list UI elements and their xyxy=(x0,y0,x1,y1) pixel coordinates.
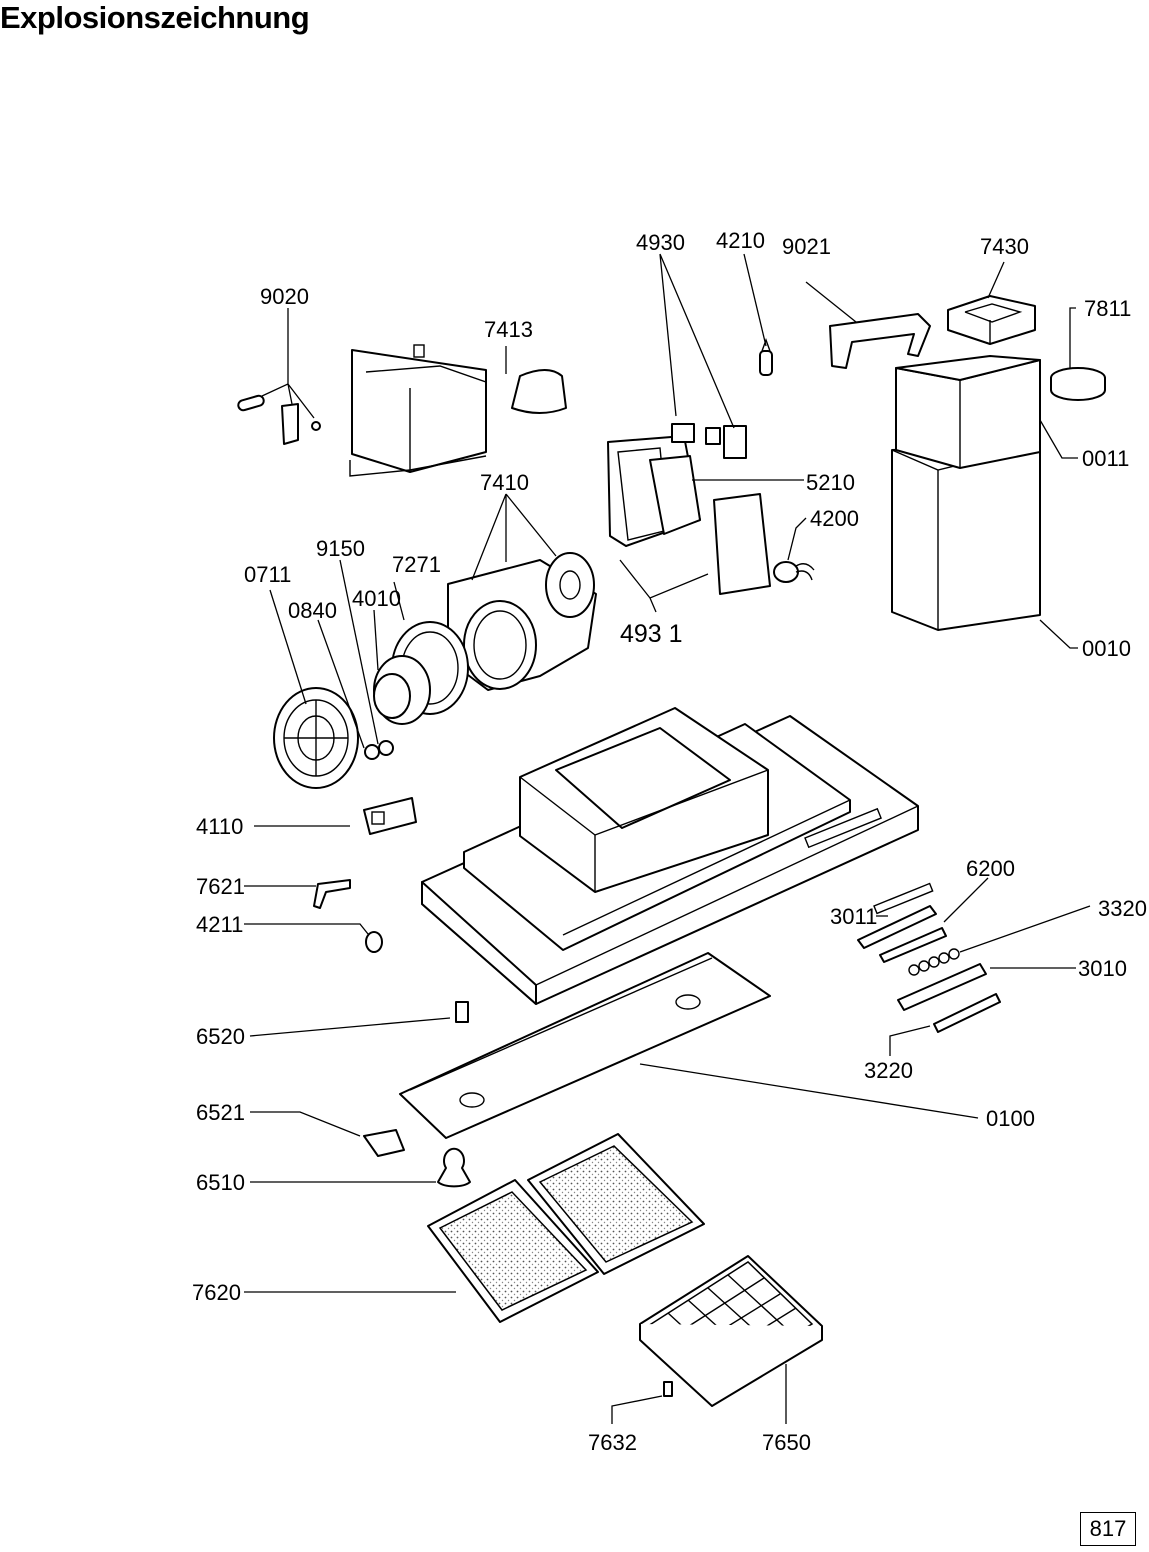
page-title: Explosionszeichnung xyxy=(0,0,310,35)
label-4210: 4210 xyxy=(716,228,765,253)
knob-4211 xyxy=(365,931,383,953)
label-4930: 4930 xyxy=(636,230,685,255)
label-7430: 7430 xyxy=(980,234,1029,259)
ring-part xyxy=(1050,367,1106,401)
grease-filters xyxy=(427,1133,705,1323)
motor-housing xyxy=(349,344,487,477)
label-7271: 7271 xyxy=(392,552,441,577)
page-number-box: 817 xyxy=(1080,1512,1136,1546)
part-labels: 9020 7413 4930 4210 9021 7430 7811 0011 … xyxy=(192,228,1147,1455)
filter-frame xyxy=(399,952,771,1139)
label-7620: 7620 xyxy=(192,1280,241,1305)
cone-part xyxy=(511,369,567,414)
carbon-filter xyxy=(639,1255,823,1407)
fan-guard xyxy=(273,687,359,789)
lamp-cover-6521 xyxy=(363,1129,405,1157)
label-4211: 4211 xyxy=(196,912,243,937)
label-7650: 7650 xyxy=(762,1430,811,1455)
chimney xyxy=(891,355,1041,631)
label-5210: 5210 xyxy=(806,470,855,495)
label-3320: 3320 xyxy=(1098,896,1147,921)
label-6200: 6200 xyxy=(966,856,1015,881)
label-7413: 7413 xyxy=(484,317,533,342)
motor-impeller xyxy=(364,621,469,760)
label-4110: 4110 xyxy=(196,814,243,839)
label-6521: 6521 xyxy=(196,1100,245,1125)
label-7632: 7632 xyxy=(588,1430,637,1455)
label-7621: 7621 xyxy=(196,874,245,899)
label-9020: 9020 xyxy=(260,284,309,309)
hood-body xyxy=(421,707,919,1005)
blower-volute xyxy=(447,552,597,691)
control-panel-parts xyxy=(857,882,1001,1033)
label-9150: 9150 xyxy=(316,536,365,561)
label-4200: 4200 xyxy=(810,506,859,531)
label-3220: 3220 xyxy=(864,1058,913,1083)
fuse-part xyxy=(759,337,773,376)
switch-part xyxy=(363,797,417,835)
duct-adapter xyxy=(947,295,1036,345)
label-7410: 7410 xyxy=(480,470,529,495)
label-0840: 0840 xyxy=(288,598,337,623)
leader-lines xyxy=(244,253,1091,1424)
bulb-6510 xyxy=(437,1147,471,1188)
label-6520: 6520 xyxy=(196,1024,245,1049)
capacitor xyxy=(773,561,815,583)
label-3011: 3011 xyxy=(830,904,877,929)
label-3010: 3010 xyxy=(1078,956,1127,981)
label-6510: 6510 xyxy=(196,1170,245,1195)
clip-7621 xyxy=(313,879,351,909)
mounting-bracket xyxy=(829,313,931,369)
label-4010: 4010 xyxy=(352,586,401,611)
label-0010: 0010 xyxy=(1082,636,1131,661)
control-box xyxy=(607,423,771,595)
label-0100: 0100 xyxy=(986,1106,1035,1131)
label-4931: 493 1 xyxy=(620,620,683,648)
label-9021: 9021 xyxy=(782,234,831,259)
label-0011: 0011 xyxy=(1082,446,1129,471)
label-7811: 7811 xyxy=(1084,296,1131,321)
lamp-holder-6520 xyxy=(455,1001,469,1023)
label-0711: 0711 xyxy=(244,562,291,587)
small-parts-9020 xyxy=(237,394,321,445)
